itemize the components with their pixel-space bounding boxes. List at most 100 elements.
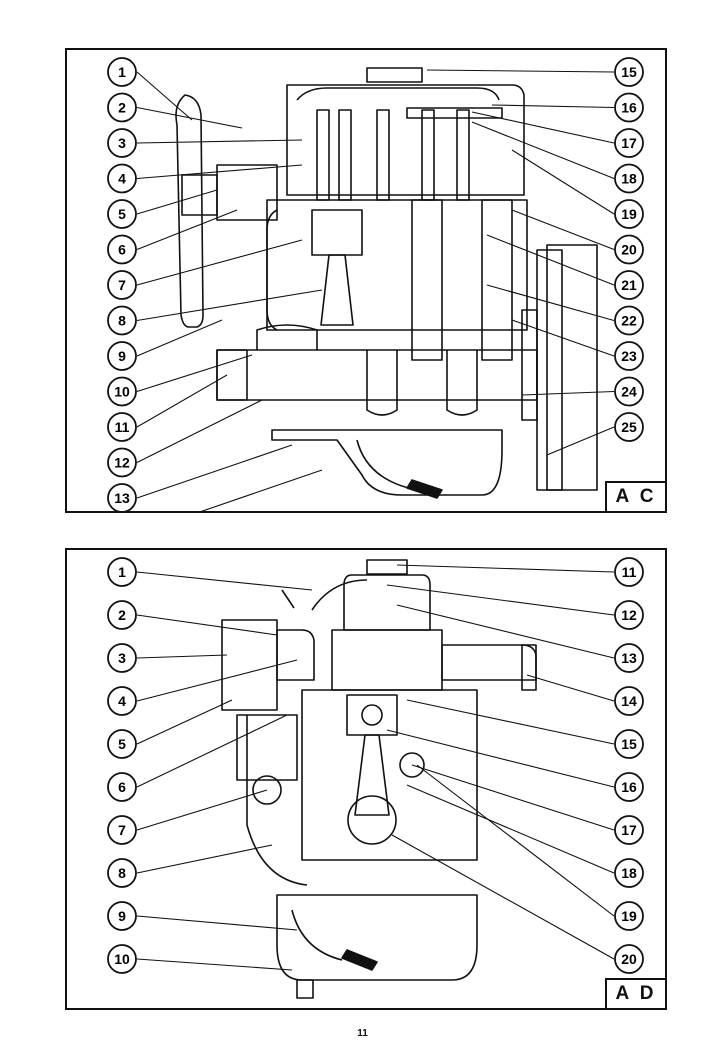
callout-number: 2 (118, 607, 126, 623)
callout-number: 1 (118, 564, 126, 580)
callout-number: 16 (621, 100, 637, 116)
callout-leader-line (136, 659, 298, 702)
callout-leader-line (471, 111, 615, 144)
callout-leader-line (136, 444, 293, 499)
callout-leader-line (411, 764, 615, 831)
callout-leader-line (136, 239, 303, 286)
callout-number: 11 (115, 419, 130, 435)
callout-leader-line (546, 426, 615, 456)
callout-circle (107, 341, 137, 371)
callout-circle (107, 643, 137, 673)
callout-circle (107, 128, 137, 158)
callout-circle (614, 729, 644, 759)
callout-leader-line (136, 164, 303, 180)
callout-leader-line (491, 104, 615, 109)
callout-number: 24 (621, 384, 637, 400)
callout-leader-line (396, 604, 615, 659)
callout-leader-line (136, 958, 293, 971)
callout-leader-line (486, 234, 615, 286)
callout-circle (614, 686, 644, 716)
callout-leader-line (136, 209, 238, 251)
callout-leader-line (136, 354, 253, 393)
callout-number: 18 (621, 865, 637, 881)
callout-number: 5 (118, 206, 126, 222)
callout-number: 14 (621, 693, 637, 709)
callout-leader-line (406, 784, 615, 874)
callout-circle (614, 270, 644, 300)
callout-leader-line (511, 319, 615, 357)
callout-number: 13 (114, 490, 130, 506)
callout-circle (107, 270, 137, 300)
callout-circle (107, 163, 137, 194)
callout-leader-line (136, 915, 298, 931)
callout-number: 12 (621, 607, 637, 623)
callout-circle (107, 600, 137, 630)
callout-leader-line (136, 71, 193, 121)
callout-leader-line (406, 699, 615, 745)
callout-leader-line (200, 469, 323, 511)
callout-leader-line (511, 149, 615, 215)
callout-circle (614, 128, 644, 158)
callout-circle (107, 483, 137, 511)
callout-number: 2 (118, 100, 126, 116)
callout-circle (614, 412, 644, 442)
callout-circle (107, 858, 137, 888)
diagram-id-label: A C (605, 481, 667, 513)
diagram-id-label: A D (605, 978, 667, 1010)
callout-leader-line (386, 584, 615, 616)
callout-number: 19 (621, 908, 637, 924)
callout-number: 6 (118, 779, 126, 795)
callout-circle (614, 901, 644, 931)
callout-number: 4 (118, 693, 126, 709)
callout-circle (107, 901, 137, 931)
callout-circle (614, 234, 644, 265)
callout-number: 7 (118, 277, 126, 293)
diagram-panel-ac: 1234567891011121314151617181920212223242… (65, 48, 667, 513)
callout-leader-line (136, 189, 218, 215)
callout-number: 7 (118, 822, 126, 838)
callout-circle (614, 199, 644, 229)
callout-leader-line (136, 654, 228, 659)
callout-leader-line (136, 614, 278, 636)
callout-circle (614, 944, 644, 974)
callout-number: 3 (118, 135, 126, 151)
callout-number: 13 (621, 650, 637, 666)
callout-circle (107, 412, 137, 442)
callout-circle (614, 376, 644, 407)
callout-leader-line (136, 789, 268, 831)
callout-circle (614, 557, 644, 587)
callout-number: 1 (118, 64, 126, 80)
callout-number: 21 (621, 277, 637, 293)
callout-circle (107, 199, 137, 229)
callout-leader-line (136, 699, 233, 745)
callout-leader-line (136, 139, 303, 144)
callout-circle (107, 729, 137, 759)
callout-leader-line (526, 674, 615, 702)
callout-circle (614, 92, 644, 123)
callout-circle (614, 815, 644, 845)
callout-leader-line (521, 390, 615, 396)
callout-circle (614, 341, 644, 371)
callout-leader-line (396, 564, 615, 573)
callout-leader-line (136, 319, 223, 357)
callout-number: 20 (621, 242, 637, 258)
callout-number: 4 (118, 171, 126, 187)
callout-number: 16 (621, 779, 637, 795)
callout-leader-line (416, 764, 615, 917)
callout-number: 12 (114, 455, 130, 471)
callout-number: 20 (621, 951, 637, 967)
callout-circle (107, 944, 137, 974)
callout-number: 19 (621, 206, 637, 222)
callout-number: 10 (114, 951, 130, 967)
callout-number: 10 (114, 384, 130, 400)
callout-leader-line (426, 69, 615, 73)
callout-number: 11 (622, 564, 637, 580)
callout-leader-line (486, 284, 615, 322)
callout-number: 15 (621, 64, 637, 80)
callout-leader-line (136, 374, 228, 428)
callout-circle (107, 772, 137, 802)
callout-circle (107, 815, 137, 845)
callout-circle (107, 447, 137, 478)
